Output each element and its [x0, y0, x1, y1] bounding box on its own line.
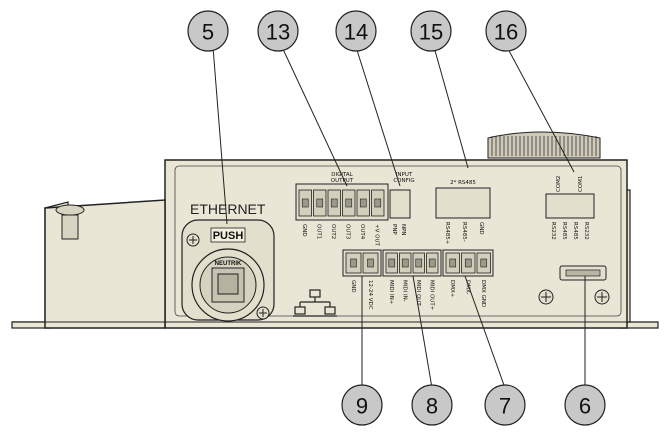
pin-label: OUT3 [345, 224, 351, 240]
pin-label: GND [478, 222, 484, 235]
callout-number: 13 [266, 20, 290, 45]
callout-number: 14 [344, 20, 368, 45]
input-config-connector: INPUT CONFIG [389, 172, 415, 219]
pin-label: 12-24 VDC [367, 280, 373, 310]
callout-7: 7 [484, 384, 526, 426]
terminal-pin [385, 252, 398, 274]
callout-8: 8 [411, 384, 453, 426]
terminal-pin [298, 189, 312, 217]
terminal-pin [356, 189, 370, 217]
pin-label: PNP [391, 224, 397, 235]
input-config-header-2: CONFIG [393, 178, 414, 184]
terminal-pin [342, 189, 356, 217]
terminal-pin [313, 189, 327, 217]
pin-label: DMX GND [480, 280, 486, 307]
terminal-pin [399, 252, 412, 274]
input-config-header-1: INPUT [396, 172, 413, 178]
callout-number: 9 [356, 394, 368, 419]
callout-5: 5 [187, 10, 229, 52]
callout-number: 5 [202, 20, 214, 45]
pin-label: GND [301, 224, 307, 237]
pin-label: RS232 [583, 222, 589, 240]
pin-label: DMX- [465, 280, 471, 294]
pin-label: OUT4 [359, 224, 365, 240]
pin-label: +V OUT [374, 224, 380, 246]
leader-lines [212, 46, 586, 389]
pin-label: RS485 [561, 222, 567, 240]
pin-label: NPN [400, 224, 406, 236]
callout-number: 8 [426, 394, 438, 419]
pin-label: MIDI OUT- [415, 280, 421, 307]
terminal-pin [412, 252, 425, 274]
push-label: PUSH [213, 230, 244, 242]
callout-6: 6 [564, 384, 606, 426]
digital-output-header-2: OUTPUT [331, 178, 354, 184]
callout-number: 6 [579, 394, 591, 419]
terminal-pin [345, 252, 362, 274]
pin-label: MIDI OUT+ [429, 280, 435, 311]
com-connector: COM2 COM1 [545, 176, 595, 219]
neutrik-label: NEUTRIK [215, 261, 242, 267]
screw-icon [538, 289, 554, 305]
pin-label: DMX+ [449, 280, 455, 298]
rs485-header: 2* RS485 [450, 180, 476, 186]
callout-16: 16 [485, 10, 527, 52]
terminal-pin [426, 252, 439, 274]
callout-13: 13 [257, 10, 299, 52]
pin-label: RS485+ [444, 222, 450, 245]
network-icon [293, 289, 337, 317]
rs485-connector: 2* RS485 [435, 180, 491, 219]
terminal-pin [362, 252, 379, 274]
callout-14: 14 [335, 10, 377, 52]
callout-number: 15 [419, 20, 443, 45]
knurled-knob [487, 131, 601, 159]
pin-label: MIDI IN+ [388, 280, 394, 305]
callout-number: 7 [499, 394, 511, 419]
terminal-pin [461, 252, 476, 274]
pin-label: RS485 [572, 222, 578, 240]
terminal-pin [371, 189, 385, 217]
terminal-pin [445, 252, 460, 274]
terminal-pin [327, 189, 341, 217]
pin-label: RS232 [550, 222, 556, 240]
pin-label: OUT2 [330, 224, 336, 239]
ethernet-connector: PUSH NEUTRIK [181, 219, 275, 322]
pin-label: GND [350, 280, 356, 293]
callout-15: 15 [410, 10, 452, 52]
pin-label: RS485- [461, 222, 467, 242]
callout-9: 9 [341, 384, 383, 426]
callout-number: 16 [494, 20, 518, 45]
com1-label: COM1 [578, 176, 584, 192]
com2-label: COM2 [556, 176, 562, 192]
digital-output-header-1: DIGITAL [331, 172, 353, 178]
terminal-pin [476, 252, 491, 274]
ethernet-label: ETHERNET [190, 201, 266, 217]
screw-icon [594, 289, 610, 305]
bracket-screw-icon [55, 204, 85, 240]
selector-slot [559, 265, 607, 281]
pin-label: OUT1 [316, 224, 322, 239]
pin-label: MIDI IN- [402, 280, 408, 302]
